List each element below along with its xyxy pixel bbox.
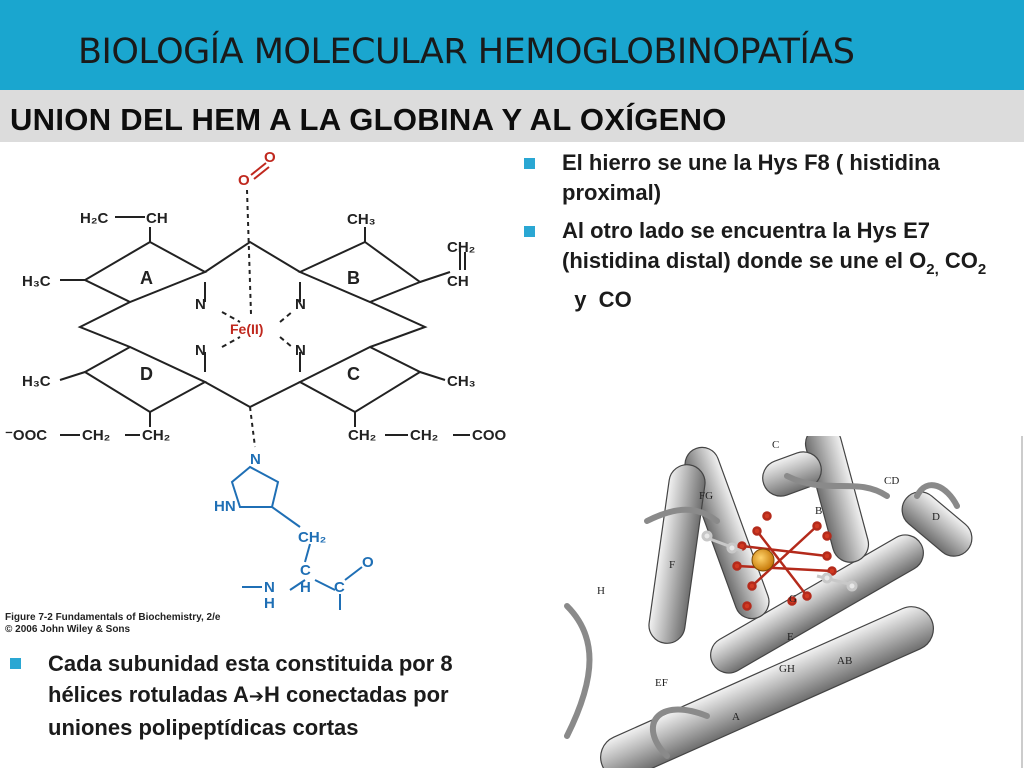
h3c-lower-left-label: H₃C [22, 373, 51, 390]
bullet-text-co: CO [938, 248, 978, 273]
bullet-text-iron: El hierro se une la Hys F8 ( histidina p… [562, 150, 940, 205]
histidine-h-label: H [300, 579, 311, 596]
ring-d-label: D [140, 364, 153, 384]
ch2-right-label: CH₂ [447, 239, 475, 256]
ch2-d-label: CH₂ [410, 427, 438, 444]
iron-atom-icon [751, 548, 775, 572]
vinyl-h2c-label: H₂C [80, 210, 108, 227]
subscript-o2: 2, [926, 261, 939, 278]
helix-label-ab: AB [837, 655, 852, 667]
bullet-square-icon [524, 226, 535, 237]
figure-caption-line1: Figure 7-2 Fundamentals of Biochemistry,… [5, 612, 221, 623]
histidine-c-label: C [300, 562, 311, 579]
arrow-right-icon: ➔ [248, 686, 265, 707]
histidine-nh-n-label: N [264, 579, 275, 596]
bullet-text-co-end: y CO [562, 287, 632, 312]
nitrogen-1-label: N [195, 296, 206, 313]
histidine-ch2-label: CH₂ [298, 529, 326, 546]
bullet-item-subunit: Cada subunidad esta constituida por 8 hé… [10, 648, 525, 743]
nitrogen-3-label: N [195, 342, 206, 359]
ring-a-label: A [140, 268, 153, 288]
ch2-a-label: CH₂ [82, 427, 110, 444]
histidine-n-label: N [250, 451, 261, 468]
bullet-square-icon [524, 158, 535, 169]
figure-caption-line2: © 2006 John Wiley & Sons [5, 624, 131, 635]
vinyl-ch-label: CH [146, 210, 168, 227]
helix-label-d: D [932, 511, 940, 523]
bullet-list-bottom: Cada subunidad esta constituida por 8 hé… [10, 648, 525, 751]
helix-label-cd: CD [884, 475, 899, 487]
helix-label-c: C [772, 439, 779, 451]
helix-label-h: H [597, 585, 605, 597]
myoglobin-helix-diagram: C CD D FG B F H G E AB GH EF A [527, 436, 1024, 768]
histidine-nh-h-label: H [264, 595, 275, 612]
slide-title: BIOLOGÍA MOLECULAR HEMOGLOBINOPATÍAS [78, 32, 855, 72]
helix-label-b: B [815, 505, 822, 517]
ch-right-label: CH [447, 273, 469, 290]
ch3-lower-right-label: CH₃ [447, 373, 476, 390]
bullet-list-top: El hierro se une la Hys F8 ( histidina p… [524, 148, 1019, 323]
figure-caption: Figure 7-2 Fundamentals of Biochemistry,… [5, 612, 220, 636]
helix-label-gh: GH [779, 663, 795, 675]
bullet-text-subunit-start: Cada subunidad esta constituida por 8 hé… [48, 651, 453, 707]
ooc-label: ⁻OOC [5, 427, 47, 444]
h3c-left-label: H₃C [22, 273, 51, 290]
histidine-hn-label: HN [214, 498, 236, 515]
heme-structure-diagram: O O H₂C [5, 149, 507, 612]
ch3-top-right-label: CH₃ [347, 211, 376, 228]
ring-c-label: C [347, 364, 360, 384]
bullet-square-icon [10, 658, 21, 669]
ch2-c-label: CH₂ [348, 427, 376, 444]
ch2-b-label: CH₂ [142, 427, 170, 444]
oxygen-top-label: O [264, 149, 276, 166]
helix-label-e: E [787, 631, 794, 643]
nitrogen-4-label: N [295, 342, 306, 359]
bullet-text-distal: Al otro lado se encuentra la Hys E7 (his… [562, 218, 931, 273]
subscript-co2: 2 [977, 261, 987, 278]
oxygen-left-label: O [238, 172, 250, 189]
helix-label-a: A [732, 711, 740, 723]
coo-label: COO [472, 427, 507, 444]
bullet-item-distal: Al otro lado se encuentra la Hys E7 (his… [524, 216, 1019, 315]
nitrogen-2-label: N [295, 296, 306, 313]
helix-label-f: F [669, 559, 675, 571]
bullet-text-subunit-end: H conectadas por uniones polipeptídicas … [48, 682, 449, 740]
subtitle-bar [0, 90, 1024, 142]
helix-label-fg: FG [699, 490, 713, 502]
histidine-c2-label: C [334, 579, 345, 596]
helix-label-g: G [789, 593, 797, 605]
slide-subtitle: UNION DEL HEM A LA GLOBINA Y AL OXÍGENO [10, 102, 727, 137]
histidine-o-label: O [362, 554, 374, 571]
helix-label-ef: EF [655, 677, 668, 689]
title-bar [0, 0, 1024, 90]
iron-label: Fe(II) [230, 321, 263, 337]
ring-b-label: B [347, 268, 360, 288]
bullet-item-iron: El hierro se une la Hys F8 ( histidina p… [524, 148, 1019, 208]
